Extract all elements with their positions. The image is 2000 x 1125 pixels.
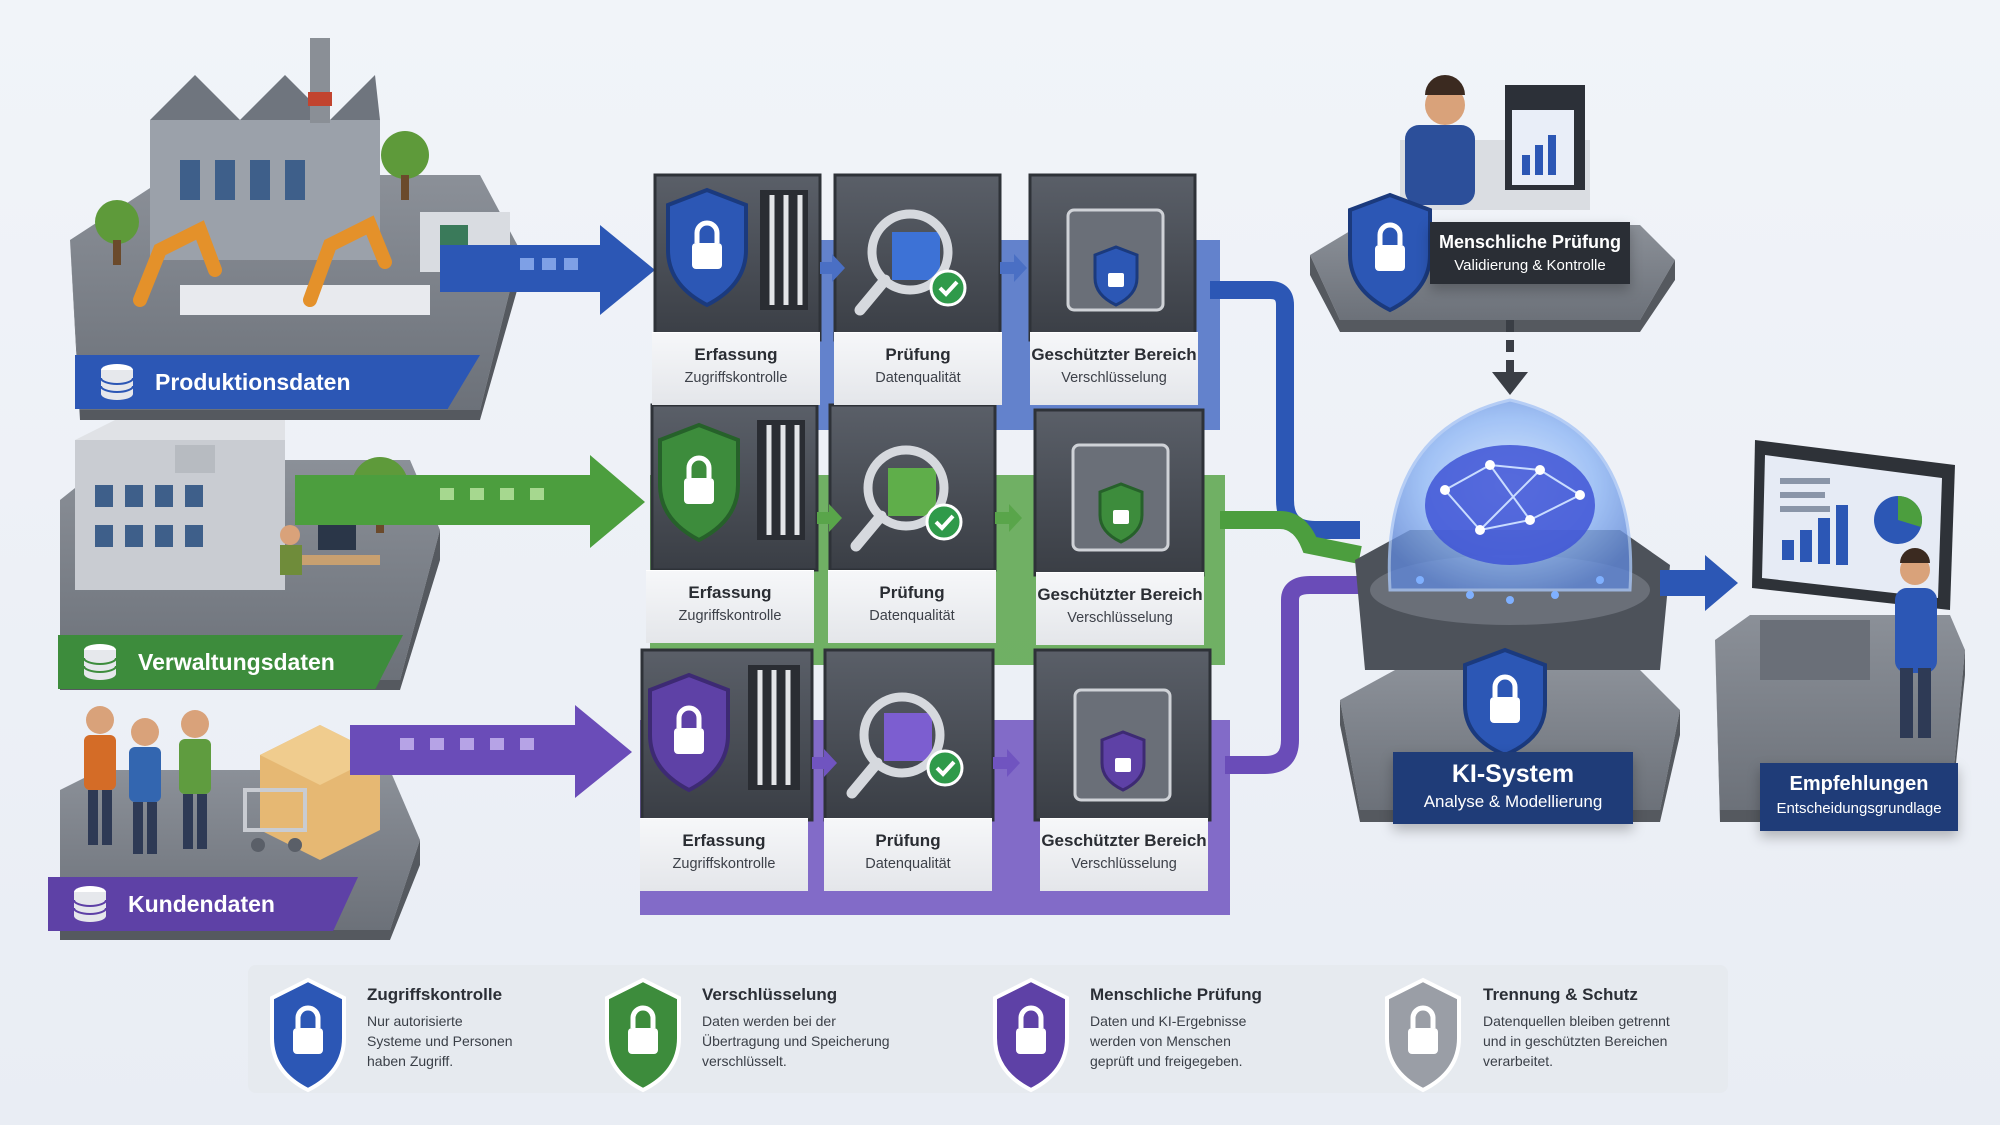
legend-title: Zugriffskontrolle	[367, 985, 503, 1004]
stage-title: Erfassung	[682, 831, 766, 850]
legend-item-separation: Trennung & Schutz Datenquellen bleiben g…	[1483, 985, 1670, 1071]
stage-title: Prüfung	[879, 583, 945, 602]
source-label: Produktionsdaten	[155, 368, 351, 395]
stage-subtitle: Datenqualität	[865, 856, 951, 872]
stage-subtitle: Zugriffskontrolle	[672, 856, 776, 872]
legend-shield-icon	[1385, 977, 1461, 1093]
stage-label-pruefung-administration: Prüfung Datenqualität	[828, 570, 996, 643]
ai-system-title: KI-System	[1451, 760, 1575, 788]
stage-title: Prüfung	[875, 831, 941, 850]
human-review-to-ai-dashed-arrow	[1492, 320, 1528, 395]
stage-subtitle: Datenqualität	[875, 370, 961, 386]
ai-system-shield-icon	[1463, 647, 1547, 758]
recommendations-subtitle: Entscheidungsgrundlage	[1776, 800, 1942, 817]
stage-title: Erfassung	[688, 583, 772, 602]
stage-title: Geschützter Bereich	[1041, 831, 1207, 850]
stage-title: Geschützter Bereich	[1031, 345, 1197, 364]
pipe-customer-to-ai	[1225, 576, 1360, 774]
administration-input-arrow	[295, 455, 645, 548]
stage-subtitle: Zugriffskontrolle	[684, 370, 788, 386]
stage-subtitle: Verschlüsselung	[1061, 370, 1167, 386]
legend-item-access-control: Zugriffskontrolle Nur autorisierte Syste…	[367, 985, 513, 1071]
human-review-subtitle: Validierung & Kontrolle	[1454, 257, 1606, 274]
stage-subtitle: Verschlüsselung	[1067, 610, 1173, 626]
source-label: Verwaltungsdaten	[138, 648, 335, 675]
stage-subtitle: Zugriffskontrolle	[678, 608, 782, 624]
source-banner-production: Produktionsdaten	[75, 355, 480, 409]
legend-description: Nur autorisierte Systeme und Personen ha…	[367, 1013, 513, 1069]
stage-title: Geschützter Bereich	[1037, 585, 1203, 604]
ai-system-subtitle: Analyse & Modellierung	[1423, 792, 1603, 811]
customer-input-arrow	[350, 705, 632, 798]
legend-title: Verschlüsselung	[702, 985, 838, 1004]
legend-description: Daten werden bei der Übertragung und Spe…	[702, 1013, 890, 1069]
stage-title: Prüfung	[885, 345, 951, 364]
legend-shield-icon	[605, 977, 681, 1093]
production-platform	[70, 38, 520, 420]
legend-shield-icons	[270, 977, 1461, 1093]
dashboard-monitor-icon	[1752, 440, 1955, 610]
database-icon	[100, 364, 134, 400]
stage-label-geschuetzt-production: Geschützter Bereich Verschlüsselung	[1030, 332, 1198, 405]
stage-label-pruefung-customer: Prüfung Datenqualität	[824, 818, 992, 891]
stage-label-erfassung-administration: Erfassung Zugriffskontrolle	[646, 570, 814, 643]
stage-label-erfassung-production: Erfassung Zugriffskontrolle	[652, 332, 820, 405]
legend-description: Datenquellen bleiben getrennt und in ges…	[1483, 1013, 1670, 1069]
stage-label-pruefung-production: Prüfung Datenqualität	[834, 332, 1002, 405]
pipe-administration-to-ai	[1220, 511, 1362, 564]
database-icon	[73, 886, 107, 922]
recommendations-label: Empfehlungen Entscheidungsgrundlage	[1760, 763, 1958, 831]
human-review-label: Menschliche Prüfung Validierung & Kontro…	[1430, 222, 1630, 284]
legend-title: Trennung & Schutz	[1483, 985, 1638, 1004]
human-review-title: Menschliche Prüfung	[1438, 232, 1622, 252]
database-icon	[83, 644, 117, 680]
legend-description: Daten und KI-Ergebnisse werden von Mensc…	[1090, 1013, 1247, 1069]
stage-title: Erfassung	[694, 345, 778, 364]
recommendations-title: Empfehlungen	[1789, 773, 1929, 795]
source-banner-customer: Kundendaten	[48, 877, 358, 931]
ai-system-label: KI-System Analyse & Modellierung	[1393, 752, 1633, 824]
legend-shield-icon	[270, 977, 346, 1093]
legend-item-human-review: Menschliche Prüfung Daten und KI-Ergebni…	[1090, 985, 1262, 1071]
ai-dome-icon	[1387, 398, 1633, 604]
output-arrow	[1660, 555, 1738, 611]
stage-subtitle: Verschlüsselung	[1071, 856, 1177, 872]
legend-item-encryption: Verschlüsselung Daten werden bei der Übe…	[702, 985, 890, 1071]
human-review-shield-icon	[1348, 192, 1432, 313]
analyst-person-icon	[1895, 548, 1937, 738]
legend-shield-icon	[993, 977, 1069, 1093]
production-input-arrow	[440, 225, 655, 315]
stage-subtitle: Datenqualität	[869, 608, 955, 624]
stage-label-geschuetzt-administration: Geschützter Bereich Verschlüsselung	[1036, 572, 1204, 645]
source-banner-administration: Verwaltungsdaten	[58, 635, 403, 689]
source-label: Kundendaten	[128, 890, 275, 917]
stage-label-erfassung-customer: Erfassung Zugriffskontrolle	[640, 818, 808, 891]
stage-label-geschuetzt-customer: Geschützter Bereich Verschlüsselung	[1040, 818, 1208, 891]
legend-title: Menschliche Prüfung	[1090, 985, 1262, 1004]
